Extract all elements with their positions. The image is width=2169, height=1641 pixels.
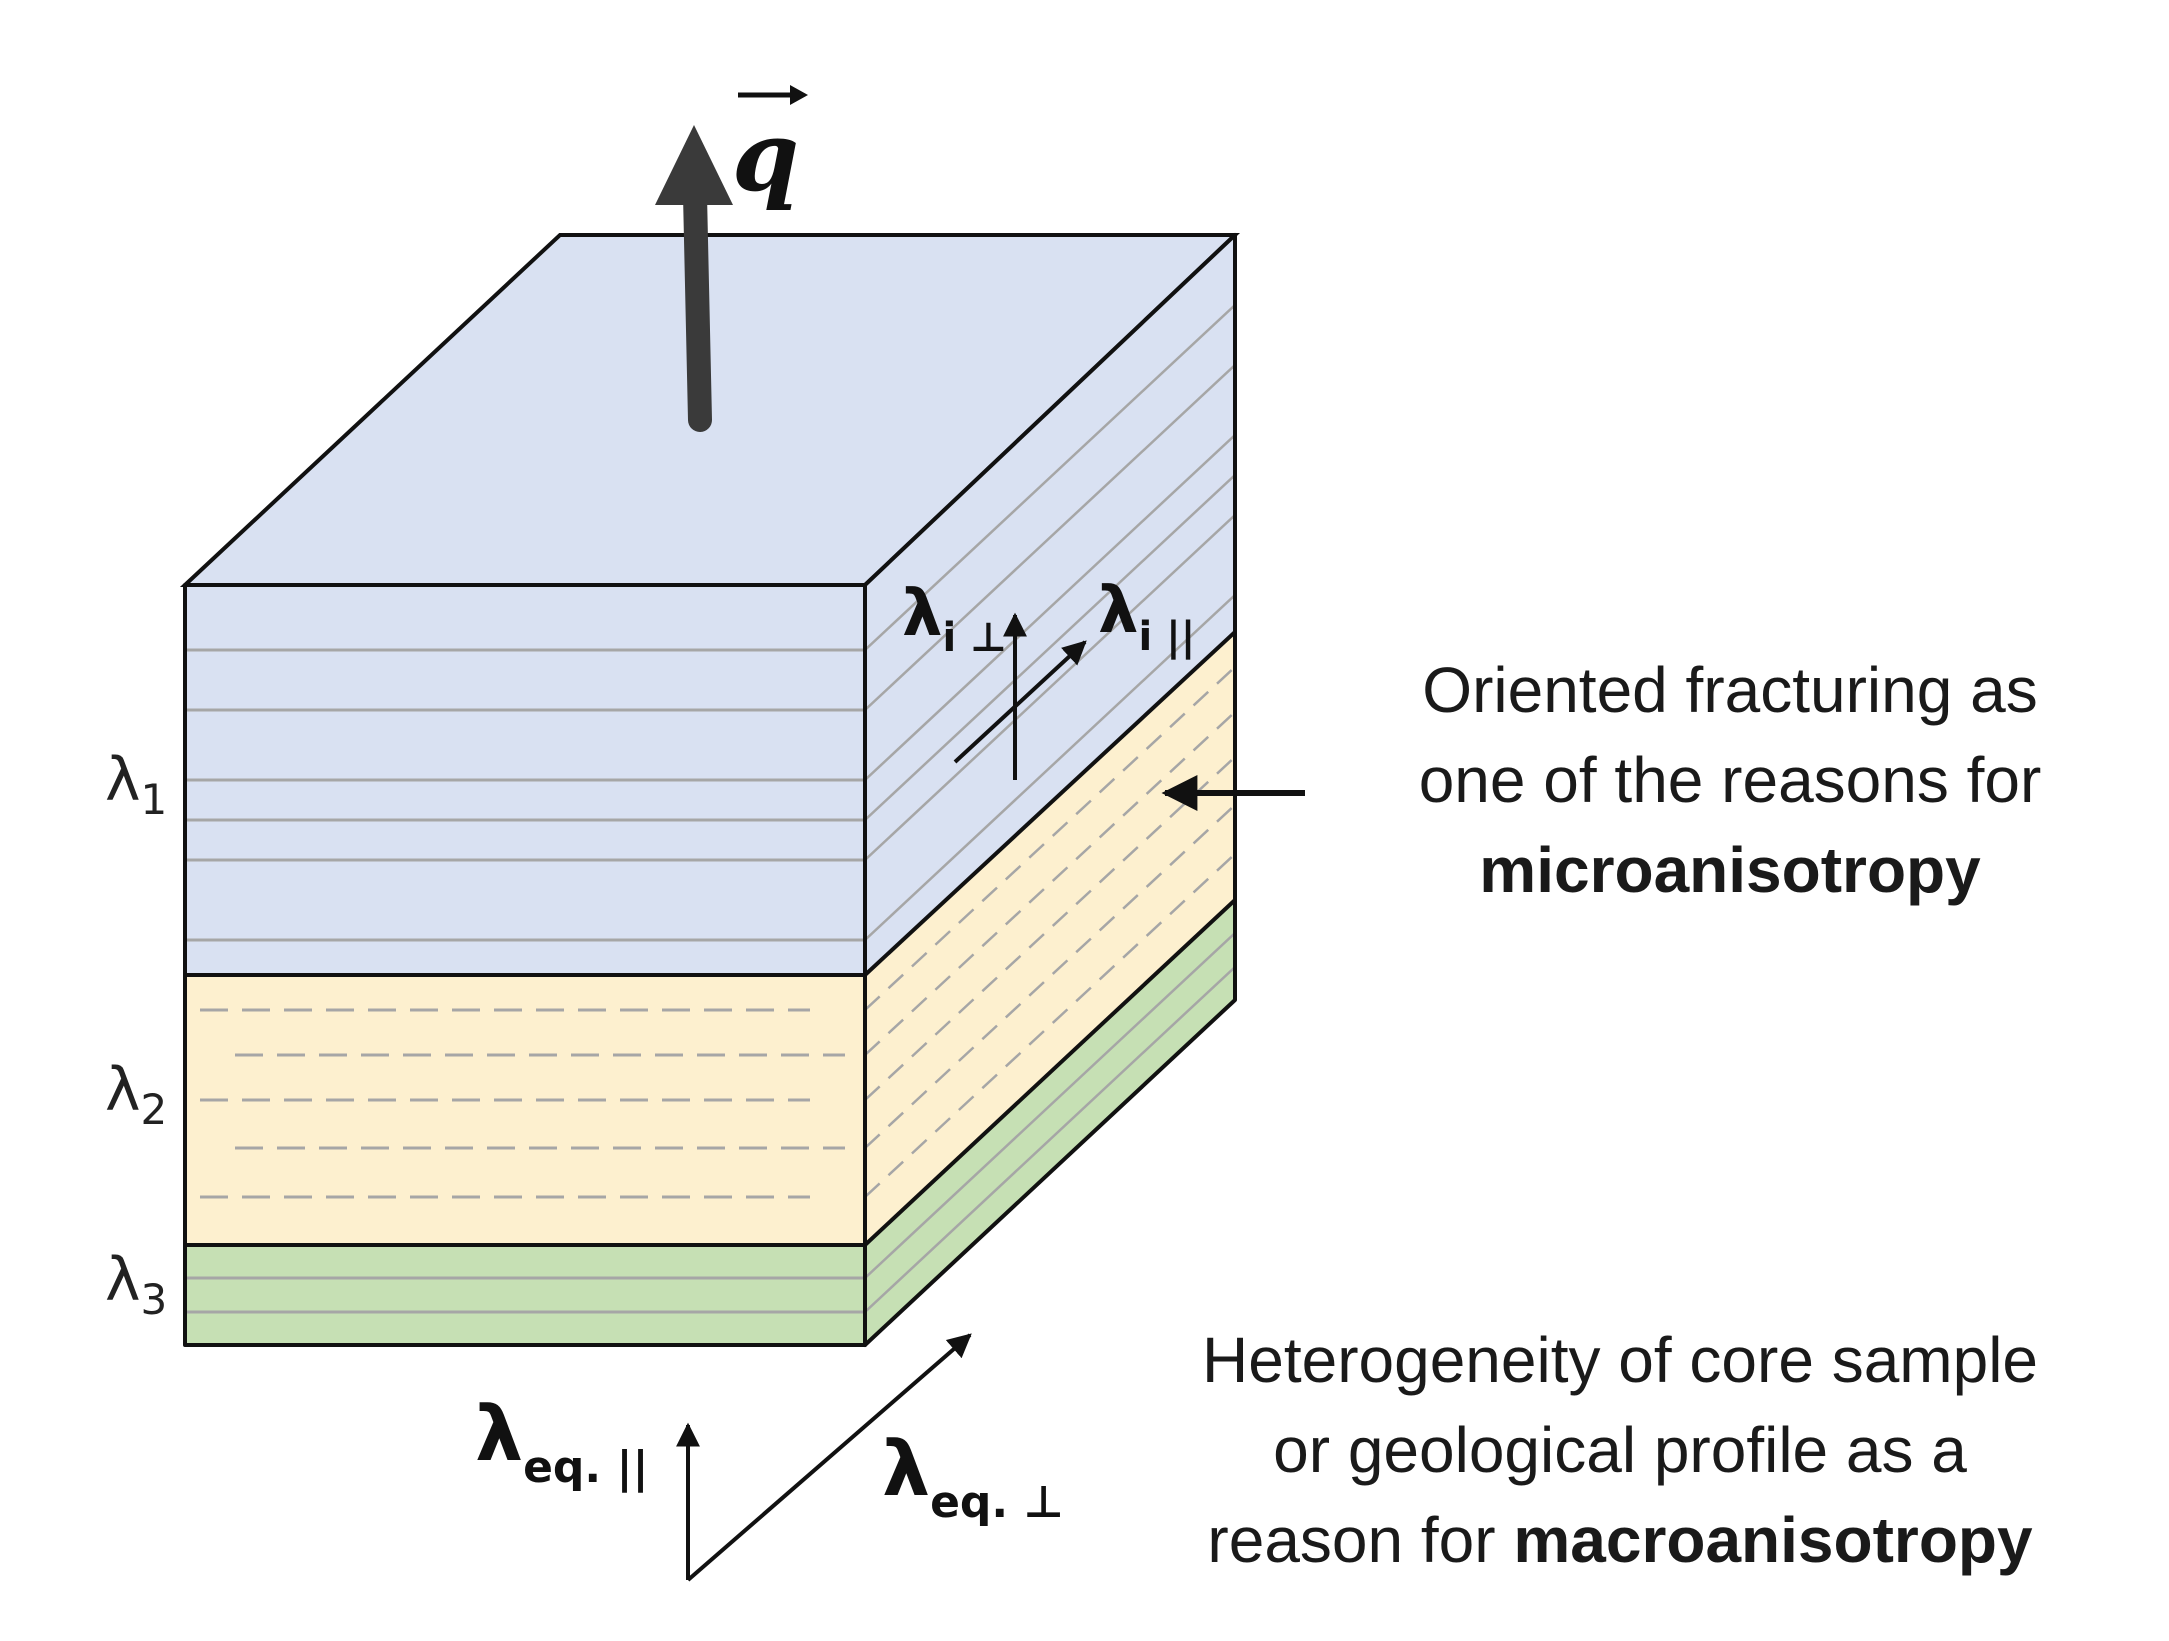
micro-label-par: λi || <box>1098 574 1195 661</box>
right-layer-3 <box>865 900 1235 1345</box>
micro-caption-line-2: one of the reasons for <box>1418 744 2042 816</box>
micro-caption-line-3: microanisotropy <box>1479 834 1981 906</box>
block-outline <box>183 233 1237 1347</box>
vector-over-arrow <box>738 85 808 105</box>
flux-vector-label: q <box>732 100 799 213</box>
micro-caption-line-1: Oriented fracturing as <box>1422 654 2038 726</box>
layer-label-3: λ3 <box>105 1245 167 1324</box>
front-layer-3 <box>185 1245 865 1345</box>
right-layer-3-lines <box>865 932 1235 1313</box>
macro-caption-line-3: reason for macroanisotropy <box>1207 1504 2033 1576</box>
front-layer-1-lines <box>185 648 865 942</box>
right-layer-2 <box>865 632 1235 1245</box>
right-layer-1 <box>865 235 1235 975</box>
macro-caption: Heterogeneity of core sample or geologic… <box>1090 1315 2150 1585</box>
micro-axes <box>953 612 1087 780</box>
micro-caption: Oriented fracturing as one of the reason… <box>1310 645 2150 915</box>
micro-label-perp: λi ⊥ <box>902 577 1007 661</box>
front-layer-2 <box>185 975 865 1245</box>
front-layer-3-lines <box>185 1276 865 1314</box>
macro-axes <box>676 1333 972 1582</box>
macro-label-perp: λeq. ⊥ <box>882 1424 1064 1528</box>
macro-caption-line-1: Heterogeneity of core sample <box>1202 1324 2038 1396</box>
layer-label-1: λ1 <box>105 745 167 824</box>
front-layer-2-fractures <box>200 1008 845 1199</box>
right-layer-1-lines <box>865 304 1235 941</box>
flux-arrow <box>655 125 733 432</box>
right-layer-2-fractures <box>865 666 1235 1198</box>
layer-label-2: λ2 <box>105 1055 167 1134</box>
macro-label-par: λeq. || <box>475 1389 649 1493</box>
macro-caption-line-2: or geological profile as a <box>1273 1414 1967 1486</box>
